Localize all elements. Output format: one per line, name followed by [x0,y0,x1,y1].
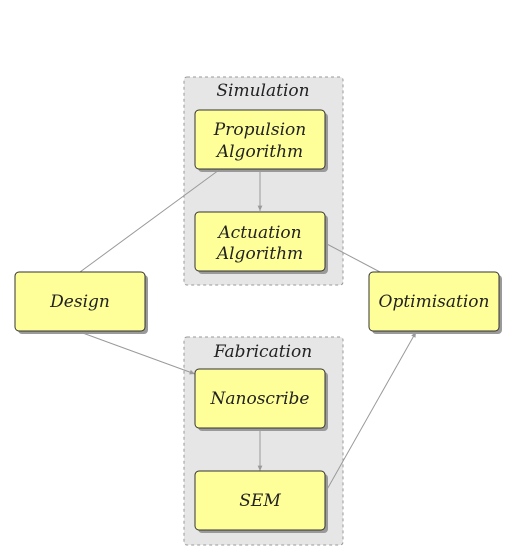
nanoscribe-label: Nanoscribe [210,389,310,409]
simulation-group-label: Simulation [216,81,309,101]
node-propulsion-algorithm: Propulsion Algorithm [194,109,328,172]
propulsion-algorithm-label-line1: Propulsion [213,120,306,140]
edges [79,169,417,494]
actuation-algorithm-label-line2: Algorithm [215,244,303,264]
actuation-algorithm-label-line1: Actuation [216,223,301,243]
edge-design-nanoscribe [79,331,196,375]
edge-design-propulsion [79,169,220,273]
node-design: Design [14,271,148,334]
fabrication-group-label: Fabrication [213,342,312,362]
sem-label: SEM [239,491,281,511]
node-sem: SEM [194,470,328,533]
node-nanoscribe: Nanoscribe [194,368,328,431]
edge-sem-optimisation [324,331,417,494]
optimisation-label: Optimisation [379,292,490,312]
design-label: Design [49,292,110,312]
node-optimisation: Optimisation [368,271,502,334]
node-actuation-algorithm: Actuation Algorithm [194,211,328,274]
propulsion-algorithm-label-line2: Algorithm [215,142,303,162]
edge-actuation-optimisation [324,242,381,273]
